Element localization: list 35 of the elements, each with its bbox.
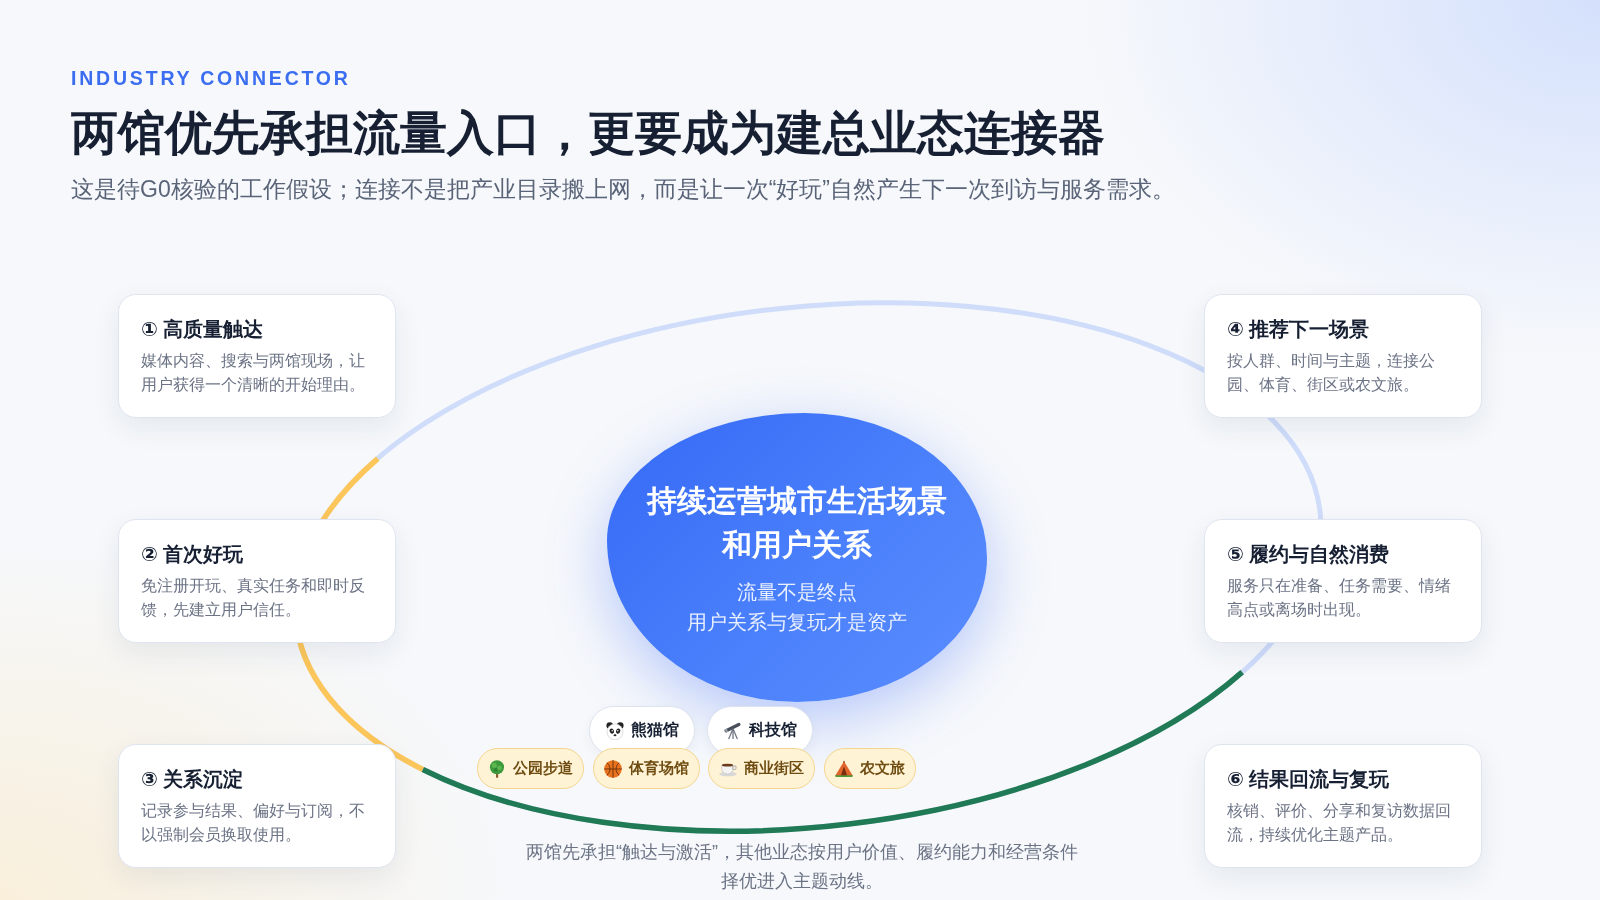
category-tag [824, 748, 916, 789]
overline-text: INDUSTRY CONNECTOR [71, 66, 351, 90]
caption-text: 两馆先承担“触达与激活”，其他业态按用户价值、履约能力和经营条件择优进入主题动线。 [525, 841, 1079, 893]
step-card [1204, 519, 1482, 643]
step-card [1204, 744, 1482, 868]
card-heading: ⑤ 履约与自然消费 [1227, 542, 1391, 567]
step-card [118, 294, 396, 418]
card-heading: ③ 关系沉淀 [141, 767, 245, 792]
step-card [1204, 294, 1482, 418]
card-heading: ② 首次好玩 [141, 542, 245, 567]
category-name: 商业街区 [744, 759, 804, 778]
card-heading: ④ 推荐下一场景 [1227, 317, 1371, 342]
center-heading: 持续运营城市生活场景和用户关系 [645, 482, 948, 563]
card-heading: ① 高质量触达 [141, 317, 265, 342]
card-description: 记录参与结果、偏好与订阅，不以强制会员换取使用。 [141, 801, 366, 845]
page-title: 两馆优先承担流量入口，更要成为建总业态连接器 [71, 106, 1105, 161]
card-description: 核销、评价、分享和复访数据回流，持续优化主题产品。 [1227, 801, 1452, 845]
card-description: 媒体内容、搜索与两馆现场，让用户获得一个清晰的开始理由。 [141, 351, 366, 395]
category-name: 体育场馆 [629, 759, 689, 778]
category-tag [708, 748, 815, 789]
card-description: 按人群、时间与主题，连接公园、体育、街区或农文旅。 [1227, 351, 1436, 395]
venue-name: 科技馆 [748, 720, 797, 740]
category-name: 公园步道 [513, 759, 573, 778]
category-tag [593, 748, 700, 789]
card-description: 免注册开玩、真实任务和即时反馈，先建立用户信任。 [141, 576, 366, 620]
step-card [118, 744, 396, 868]
card-description: 服务只在准备、任务需要、情绪高点或离场时出现。 [1227, 576, 1452, 620]
step-card [118, 519, 396, 643]
card-heading: ⑥ 结果回流与复玩 [1227, 767, 1391, 792]
category-name: 农文旅 [860, 759, 905, 778]
subtitle-text: 这是待G0核验的工作假设；连接不是把产业目录搬上网，而是让一次“好玩”自然产生下一次到访与服务需求。 [71, 175, 1175, 204]
venue-name: 熊猫馆 [630, 720, 679, 740]
category-tag [477, 748, 584, 789]
center-text: 流量不是终点 [737, 579, 857, 605]
center-text: 用户关系与复玩才是资产 [687, 609, 907, 635]
